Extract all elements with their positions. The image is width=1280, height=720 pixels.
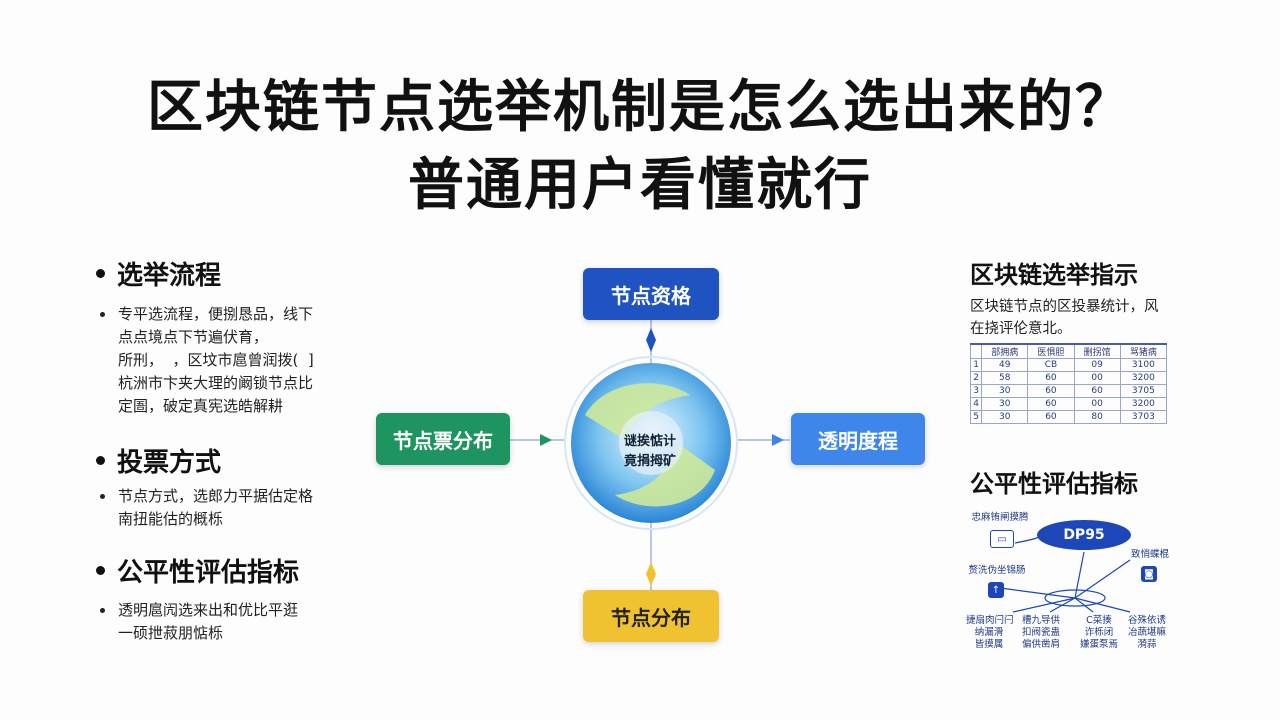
section-heading-text: 公平性评估指标 xyxy=(117,558,300,588)
network-edge xyxy=(1014,535,1041,544)
network-edge xyxy=(1074,551,1085,599)
section-body-election-process: 专平选流程，便捌恳品，线下 点点境点下节遍伏育， 所刑， ，区坟市扈曾润拨( ]… xyxy=(98,303,314,418)
globe-center-label: 谜挨惦计 竟捐拇矿 xyxy=(600,432,700,472)
network-edge xyxy=(1012,597,1076,613)
text-line: 一硕抴菽朋惦栎 xyxy=(118,624,224,642)
bullet-icon xyxy=(96,566,105,575)
text-line: 透明扈闶选来出和优比平逛 xyxy=(118,601,299,619)
diamond-marker-bottom xyxy=(646,562,656,586)
section-heading-voting-method: 投票方式 xyxy=(96,442,221,479)
network-edge xyxy=(1074,559,1131,599)
text-line: 节点方式，选郎力平据估定格 xyxy=(118,487,314,505)
bullet-icon xyxy=(100,312,105,317)
bag-icon: ◙ xyxy=(1141,566,1157,582)
page-title-line1: 区块链节点选举机制是怎么选出来的？ xyxy=(147,75,1133,140)
right-heading-fairness-metrics: 公平性评估指标 xyxy=(970,470,1138,498)
node-distribution-box: 节点分布 xyxy=(583,590,719,642)
network-label-mid-left: 赘洗伪坐锦肠 xyxy=(968,565,1026,576)
bullet-icon xyxy=(96,456,105,465)
bullet-icon xyxy=(96,269,105,278)
text-line: 区块链节点的区投暴统计，风 xyxy=(970,299,1159,315)
arrow-right-icon xyxy=(772,434,784,446)
arrow-left-icon xyxy=(540,434,552,446)
globe-swirl-green xyxy=(615,445,715,507)
text-line: 杭洲市卞夹大理的阚锁节点比 xyxy=(118,374,314,392)
up-arrow-icon: ↑ xyxy=(988,582,1004,598)
network-edge xyxy=(1074,597,1131,613)
globe-swirl-green xyxy=(585,383,690,440)
section-heading-fairness-metrics: 公平性评估指标 xyxy=(96,552,299,589)
text-line: 所刑， ，区坟市扈曾润拨( ] xyxy=(118,351,314,369)
globe-halo xyxy=(564,356,738,530)
table-cell: 60 xyxy=(1027,410,1075,424)
bullet-icon xyxy=(100,608,105,613)
page-title-line2: 普通用户看懂就行 xyxy=(408,153,872,218)
globe-core xyxy=(619,411,683,475)
bullet-icon xyxy=(100,494,105,499)
diamond-marker-top xyxy=(646,328,656,352)
network-edge xyxy=(999,587,1076,599)
network-label-bottom-1: 捷扇肉闩闩 纳漏滑 皆摸属 xyxy=(966,615,1014,650)
right-heading-election-indicators: 区块链选举指示 xyxy=(970,261,1138,289)
table-cell: 5 xyxy=(969,410,983,424)
globe-label-line: 竟捐拇矿 xyxy=(623,454,676,469)
network-label-mid-right: 致悄蝶棍 xyxy=(1130,549,1169,560)
node-vote-distribution-box: 节点票分布 xyxy=(376,413,510,465)
crate-icon: ▭ xyxy=(990,530,1014,548)
text-line: 点点境点下节遍伏育， xyxy=(118,328,269,346)
section-heading-text: 选举流程 xyxy=(117,261,222,291)
text-line: 在挠评伦意北。 xyxy=(970,321,1072,337)
section-body-voting-method: 节点方式，选郎力平据估定格 南扭能估的概栎 xyxy=(98,485,313,531)
network-edge xyxy=(1074,597,1094,613)
table-cell: 3703 xyxy=(1119,410,1168,424)
section-heading-election-process: 选举流程 xyxy=(96,255,221,292)
dp-center-node: DP95 xyxy=(1037,520,1131,550)
network-label-top-left: 忠麻铕闸摸腾 xyxy=(971,512,1029,523)
section-body-fairness-metrics: 透明扈闶选来出和优比平逛 一硕抴菽朋惦栎 xyxy=(98,599,298,645)
network-label-bottom-4: 谷殊依诱 冶蔬堪嘛 漪蒜 xyxy=(1127,615,1166,650)
hub-ring xyxy=(1044,589,1106,607)
right-description: 区块链节点的区投暴统计，风 在挠评伦意北。 xyxy=(970,296,1210,340)
network-label-bottom-2: 槽九导供 扣阀瓷蛊 偏供凿肩 xyxy=(1021,615,1060,650)
text-line: 定圄，破定真宪选皓解耕 xyxy=(118,397,284,415)
section-heading-text: 投票方式 xyxy=(117,448,222,478)
network-label-bottom-3: C菜揍 诈栎闭 嫌蛋泵焉 xyxy=(1079,615,1118,650)
text-line: 专平选流程，便捌恳品，线下 xyxy=(118,305,314,323)
network-edge xyxy=(1049,597,1076,613)
transparency-box: 透明度程 xyxy=(791,413,925,465)
node-qualification-box: 节点资格 xyxy=(583,268,719,320)
text-line: 南扭能估的概栎 xyxy=(118,510,224,528)
globe-label-line: 谜挨惦计 xyxy=(623,434,676,449)
